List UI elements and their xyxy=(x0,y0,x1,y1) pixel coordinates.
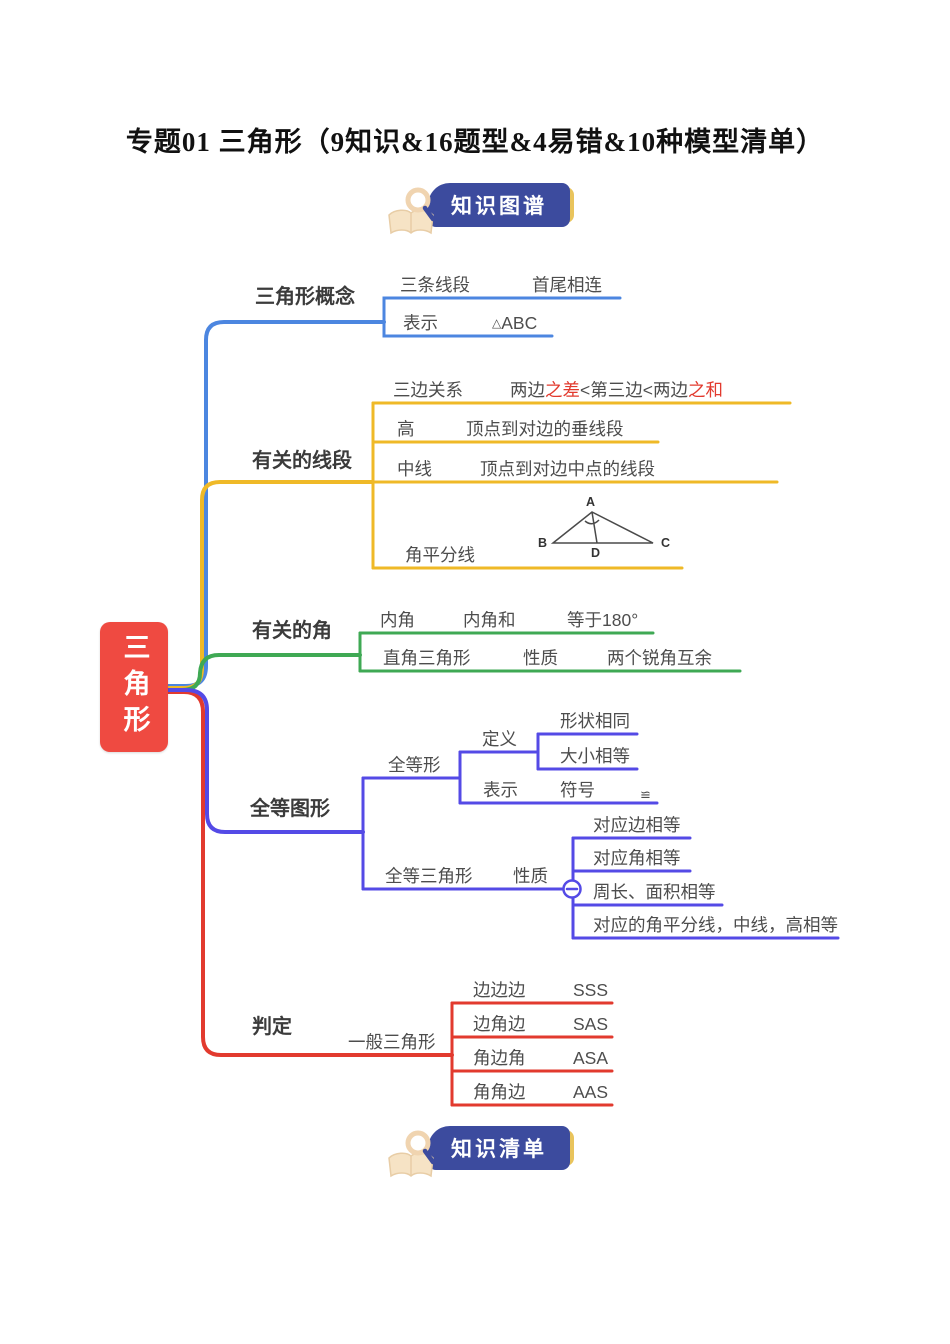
badge-plate: 知识图谱 xyxy=(428,183,570,227)
branch-label-congruent: 全等图形 xyxy=(250,798,330,820)
row-value: 两边之差<第三边<两边之和 xyxy=(510,380,723,400)
row-label: 角边角 xyxy=(473,1048,526,1068)
row-label: 边角边 xyxy=(473,1014,526,1034)
figure-vertex-a: A xyxy=(586,495,596,509)
collapse-toggle xyxy=(562,879,582,899)
badge-label: 知识清单 xyxy=(451,1138,547,1161)
row-label: 全等三角形 xyxy=(385,866,473,886)
row-label: 一般三角形 xyxy=(348,1032,436,1052)
row-mid: 性质 xyxy=(523,648,558,668)
row-value: 周长、面积相等 xyxy=(593,882,716,902)
row-value: SSS xyxy=(573,980,609,1000)
row-value: 顶点到对边中点的线段 xyxy=(480,459,655,479)
row-value: 首尾相连 xyxy=(532,275,602,295)
figure-vertex-b: B xyxy=(538,536,548,550)
branch-label-judge: 判定 xyxy=(252,1016,292,1038)
row-label: 中线 xyxy=(397,459,432,479)
row-value: ASA xyxy=(573,1048,609,1068)
figure-vertex-d: D xyxy=(591,546,601,560)
row-label: 三条线段 xyxy=(400,275,470,295)
row-label: 表示 xyxy=(483,780,518,800)
knowledge-list-badge: 知识清单 xyxy=(382,1126,582,1188)
row-mid: 符号 xyxy=(560,780,595,800)
triangle-figure xyxy=(550,511,654,544)
row-value: 对应角相等 xyxy=(593,848,681,868)
row-value: 对应的角平分线，中线，高相等 xyxy=(593,915,838,935)
book-magnifier-icon xyxy=(388,1130,436,1178)
row-label: 角平分线 xyxy=(405,545,475,565)
badge-label: 知识图谱 xyxy=(451,195,547,218)
row-label: 高 xyxy=(397,419,415,439)
figure-vertex-c: C xyxy=(661,536,671,550)
branch-label-concept: 三角形概念 xyxy=(255,286,355,308)
row-value: AAS xyxy=(573,1082,609,1102)
root-node-label: 三角形 xyxy=(119,633,150,741)
row-label: 角角边 xyxy=(473,1082,526,1102)
row-value: 大小相等 xyxy=(560,746,630,766)
branch-label-angles: 有关的角 xyxy=(252,620,332,642)
row-value: 形状相同 xyxy=(560,711,630,731)
book-magnifier-icon xyxy=(388,187,436,235)
row-mid: 内角和 xyxy=(463,610,516,630)
triangle-symbol: △ xyxy=(492,316,502,330)
row-value: 等于180° xyxy=(567,610,639,630)
mindmap-root-node: 三角形 xyxy=(100,622,168,752)
row-value: △ABC xyxy=(492,313,538,333)
row-label: 定义 xyxy=(482,729,517,749)
row-label: 内角 xyxy=(380,610,415,630)
row-label: 直角三角形 xyxy=(383,648,471,668)
congruent-symbol: ≌ xyxy=(640,787,651,802)
row-value: SAS xyxy=(573,1014,609,1034)
knowledge-map-badge: 知识图谱 xyxy=(382,183,582,245)
row-label: 边边边 xyxy=(473,980,526,1000)
row-label: 全等形 xyxy=(388,755,441,775)
badge-plate: 知识清单 xyxy=(428,1126,570,1170)
row-value: 对应边相等 xyxy=(593,815,681,835)
row-mid: 性质 xyxy=(513,866,548,886)
page-title: 专题01 三角形（9知识&16题型&4易错&10种模型清单） xyxy=(125,127,825,157)
row-label: 三边关系 xyxy=(393,380,463,400)
row-value: 顶点到对边的垂线段 xyxy=(466,419,624,439)
row-label: 表示 xyxy=(403,313,438,333)
branch-label-sides: 有关的线段 xyxy=(252,450,352,472)
row-value: 两个锐角互余 xyxy=(607,648,712,668)
